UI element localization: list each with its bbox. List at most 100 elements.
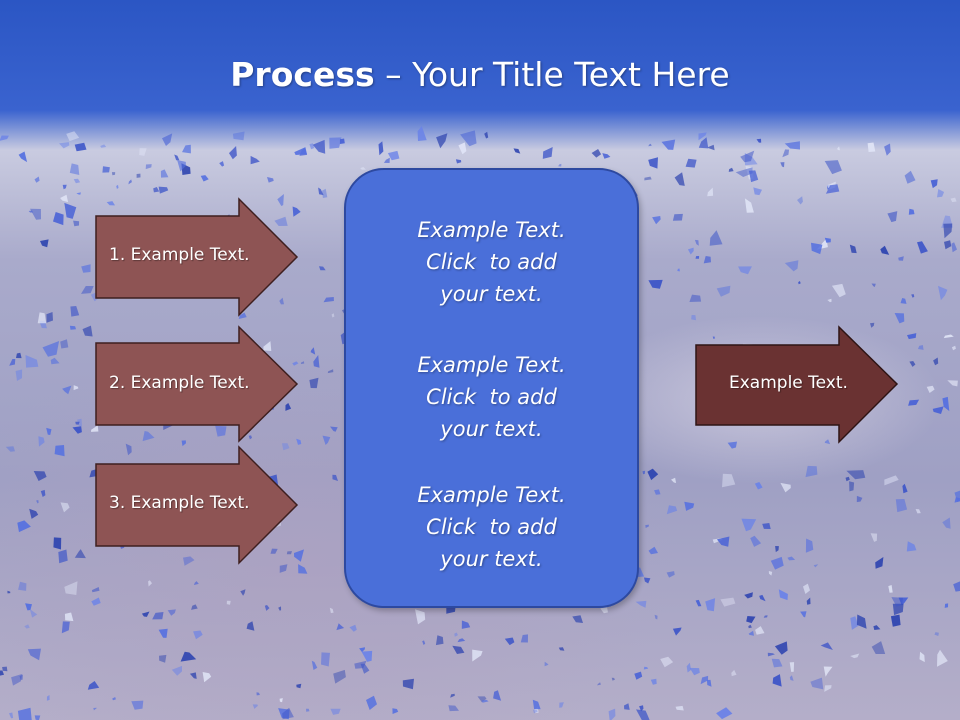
glitter-speck <box>738 266 752 275</box>
glitter-speck <box>359 647 365 653</box>
glitter-speck <box>158 186 169 194</box>
glitter-speck <box>850 616 859 630</box>
glitter-speck <box>756 138 762 143</box>
glitter-speck <box>73 385 79 391</box>
glitter-speck <box>252 704 258 709</box>
glitter-speck <box>884 143 891 156</box>
center-content-box[interactable]: Example Text. Click to add your text. Ex… <box>344 168 639 608</box>
glitter-speck <box>944 603 949 608</box>
glitter-speck <box>34 176 40 183</box>
glitter-speck <box>915 509 921 514</box>
glitter-speck <box>643 666 649 670</box>
glitter-speck <box>366 695 377 710</box>
glitter-speck <box>279 698 283 703</box>
glitter-speck <box>59 142 70 149</box>
glitter-speck <box>856 614 867 629</box>
glitter-speck <box>904 170 916 184</box>
glitter-speck <box>62 184 67 190</box>
left-arrow-2[interactable]: 2. Example Text. <box>95 325 300 444</box>
glitter-speck <box>0 135 9 141</box>
glitter-speck <box>943 223 953 239</box>
glitter-speck <box>458 142 467 155</box>
glitter-speck <box>17 707 32 720</box>
glitter-speck <box>174 154 180 161</box>
glitter-speck <box>66 131 80 142</box>
glitter-speck <box>73 178 81 184</box>
glitter-speck <box>139 148 147 156</box>
glitter-speck <box>709 230 723 246</box>
glitter-speck <box>58 549 68 564</box>
glitter-speck <box>226 600 231 605</box>
glitter-speck <box>591 149 602 158</box>
glitter-speck <box>768 571 773 576</box>
glitter-speck <box>360 167 366 170</box>
glitter-speck <box>383 157 390 163</box>
glitter-speck <box>111 172 116 176</box>
glitter-speck <box>15 369 23 381</box>
glitter-speck <box>672 213 683 221</box>
glitter-speck <box>654 489 661 495</box>
glitter-speck <box>332 474 338 481</box>
slide-title[interactable]: Process – Your Title Text Here <box>0 50 960 100</box>
glitter-speck <box>246 621 255 631</box>
center-text-line: Example Text. <box>417 353 566 377</box>
glitter-speck <box>951 345 956 351</box>
glitter-speck <box>926 385 935 393</box>
glitter-speck <box>333 669 346 684</box>
center-text-block-1[interactable]: Example Text. Click to add your text. <box>346 214 637 310</box>
glitter-speck <box>700 675 709 685</box>
glitter-speck <box>772 674 782 687</box>
glitter-speck <box>644 176 652 181</box>
glitter-speck <box>448 705 459 712</box>
glitter-speck <box>898 256 904 261</box>
glitter-speck <box>782 149 790 158</box>
glitter-speck <box>312 139 326 154</box>
glitter-speck <box>171 665 182 676</box>
glitter-speck <box>846 470 866 480</box>
glitter-speck <box>319 266 326 271</box>
glitter-speck <box>686 662 692 673</box>
glitter-speck <box>824 685 832 692</box>
glitter-speck <box>339 138 345 144</box>
center-text-block-2[interactable]: Example Text. Click to add your text. <box>346 349 637 445</box>
glitter-speck <box>256 692 260 696</box>
glitter-speck <box>73 220 80 227</box>
glitter-speck <box>40 239 49 248</box>
glitter-speck <box>867 142 876 152</box>
glitter-speck <box>918 345 924 350</box>
center-text-line: Click to add <box>426 385 557 409</box>
glitter-speck <box>38 436 45 447</box>
glitter-speck <box>64 612 74 622</box>
glitter-speck <box>831 283 846 298</box>
glitter-speck <box>890 614 901 627</box>
glitter-speck <box>720 597 736 607</box>
glitter-speck <box>292 361 299 366</box>
center-text-block-3[interactable]: Example Text. Click to add your text. <box>346 479 637 575</box>
glitter-speck <box>870 533 878 542</box>
right-arrow[interactable]: Example Text. <box>695 325 900 444</box>
glitter-speck <box>753 187 762 196</box>
glitter-speck <box>11 674 22 686</box>
glitter-speck <box>671 477 677 483</box>
glitter-speck <box>25 603 32 611</box>
glitter-speck <box>191 604 198 610</box>
glitter-speck <box>735 167 753 177</box>
glitter-speck <box>888 585 893 593</box>
glitter-speck <box>215 425 227 437</box>
glitter-speck <box>323 297 334 303</box>
glitter-speck <box>824 237 831 243</box>
left-arrow-3[interactable]: 3. Example Text. <box>95 445 300 565</box>
glitter-speck <box>53 212 64 226</box>
glitter-speck <box>825 184 840 194</box>
glitter-speck <box>698 132 707 141</box>
glitter-speck <box>100 144 107 148</box>
glitter-speck <box>748 630 754 636</box>
glitter-speck <box>597 682 601 686</box>
glitter-speck <box>672 627 682 636</box>
glitter-speck <box>849 481 855 492</box>
left-arrow-1[interactable]: 1. Example Text. <box>95 197 300 317</box>
glitter-speck <box>740 150 755 163</box>
glitter-speck <box>202 672 212 683</box>
glitter-speck <box>909 361 916 367</box>
glitter-speck <box>477 696 487 703</box>
